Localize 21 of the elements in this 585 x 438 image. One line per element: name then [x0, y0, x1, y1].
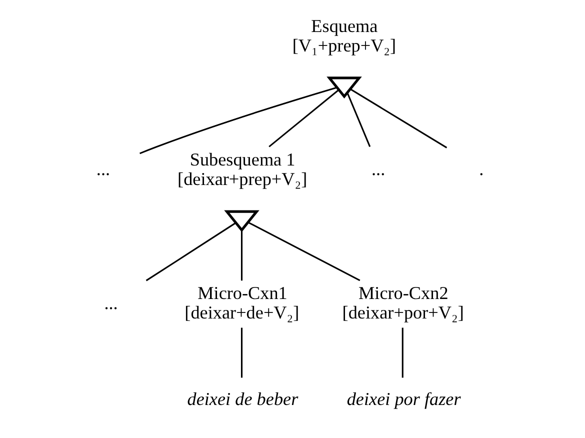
node-text: ...	[104, 292, 118, 313]
node-text: Micro-Cxn2 [deixar+por+V₂]	[342, 283, 464, 323]
connector	[247, 222, 360, 282]
node-triangle	[224, 210, 259, 232]
node-triangle	[326, 76, 362, 98]
node-text: ...	[370, 159, 385, 180]
connector	[240, 230, 242, 281]
connector	[401, 328, 403, 378]
connector	[346, 92, 370, 147]
connector	[350, 88, 447, 148]
node-text: .	[478, 159, 484, 180]
connector	[145, 222, 236, 282]
connector	[240, 328, 242, 378]
node-text: deixei de beber	[186, 388, 298, 409]
connector	[268, 89, 339, 148]
node-text: Subesquema 1 [deixar+prep+V₂]	[177, 149, 307, 189]
node-text: Micro-Cxn1 [deixar+de+V₂]	[184, 283, 299, 323]
node-text: ...	[96, 159, 110, 180]
node-text: deixei por fazer	[346, 388, 460, 409]
connector	[139, 86, 337, 154]
node-text: Esquema [V₁+prep+V₂]	[292, 16, 396, 56]
